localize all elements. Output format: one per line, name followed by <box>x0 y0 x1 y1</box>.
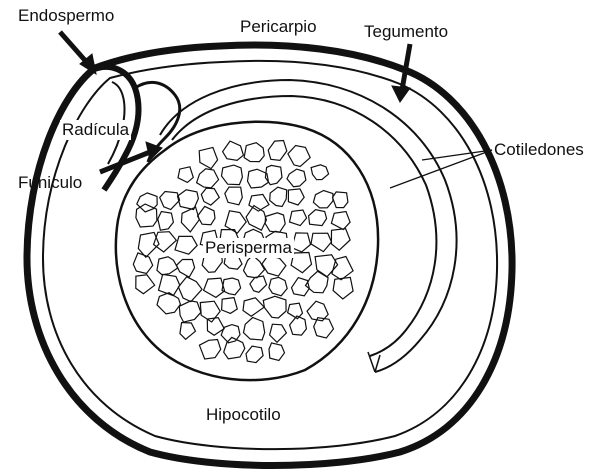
label-radicula: Radícula <box>60 120 131 140</box>
label-tegumento: Tegumento <box>364 22 448 42</box>
cotiledones-line-2 <box>390 150 492 188</box>
label-hipocotilo: Hipocotilo <box>206 405 281 425</box>
label-pericarpio: Pericarpio <box>240 17 317 37</box>
label-endospermo: Endospermo <box>18 6 114 26</box>
label-cotiledones: Cotiledones <box>494 140 584 160</box>
label-funiculo: Funiculo <box>18 173 82 193</box>
tegumento-arrowhead <box>392 86 410 102</box>
label-perisperma: Perisperma <box>203 238 294 258</box>
